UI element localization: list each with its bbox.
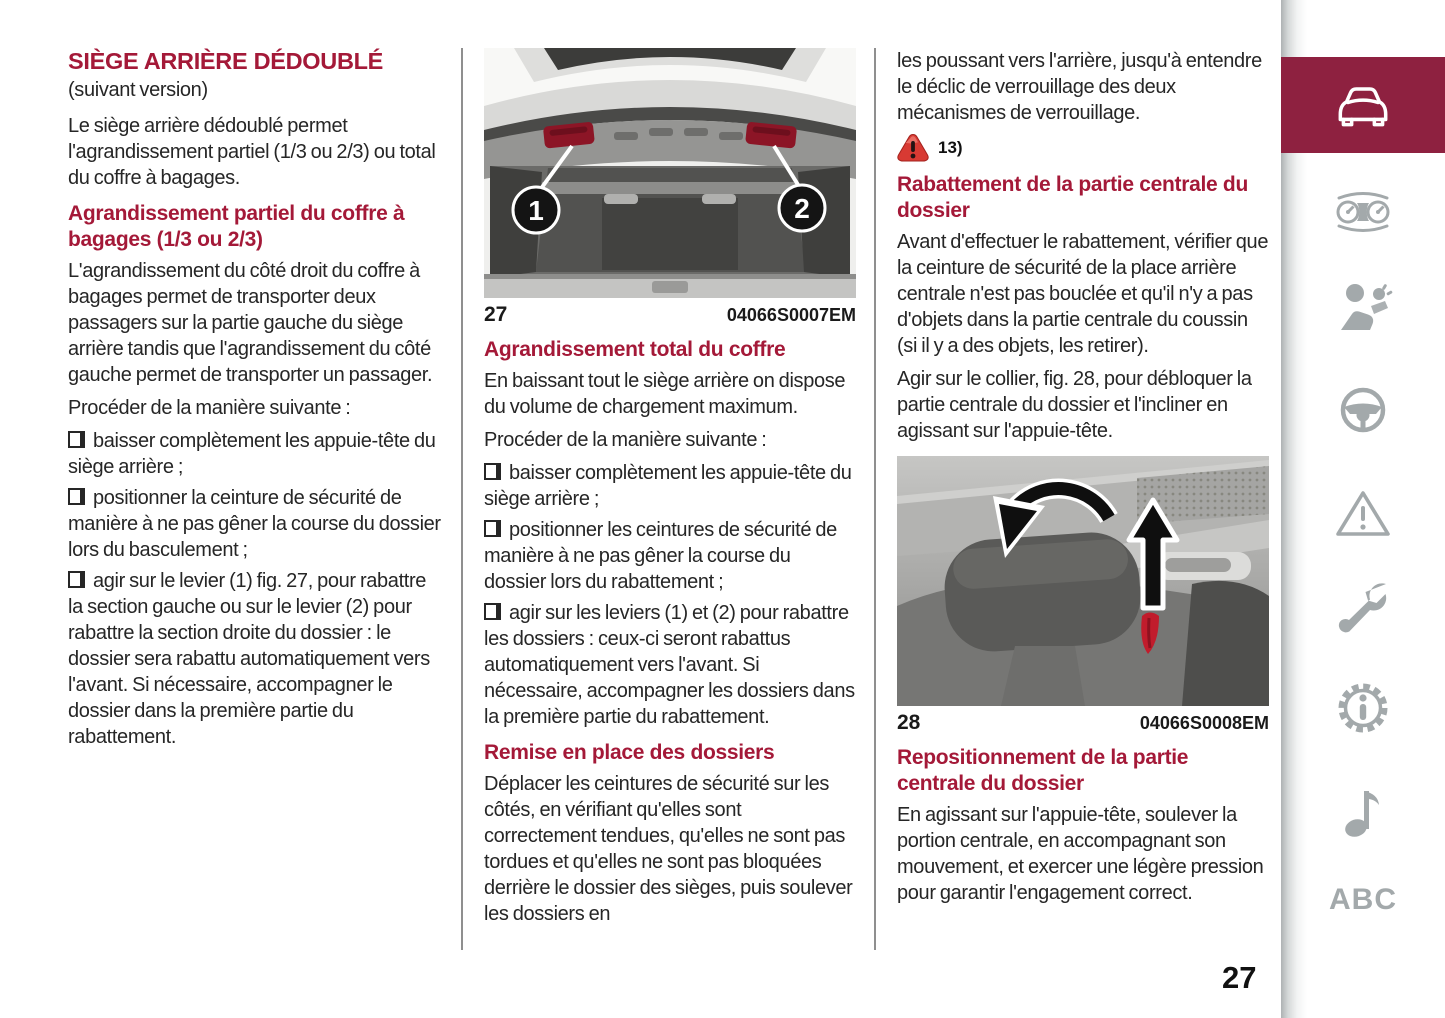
warning-triangle-icon [1336,491,1390,536]
subsection-heading: Repositionnement de la partie centrale d… [897,746,1189,795]
list-item: positionner les ceintures de sécurité de… [484,517,856,595]
list-item: agir sur les leviers (1) et (2) pour rab… [484,600,856,730]
figure-code: 04066S0007EM [726,305,856,325]
checkbox-bullet-icon [484,520,501,537]
trunk-illustration: 1 2 [484,48,856,298]
sidebar-tab-audio[interactable] [1281,781,1445,841]
paragraph: Déplacer les ceintures de sécurité sur l… [484,773,853,925]
subsection-heading: Remise en place des dossiers [484,741,775,764]
list-item: baisser complètement les appuie-tête du … [484,460,856,512]
sidebar-tab-dashboard[interactable] [1281,184,1445,240]
paragraph: Avant d'effectuer le rabattement, vérifi… [897,231,1269,357]
lever-2 [745,122,797,149]
column-divider [461,48,463,950]
checkbox-bullet-icon [68,431,85,448]
paragraph: Procéder de la manière suivante : [68,397,351,419]
column-middle: 1 2 27 04066S0007EM Agrandissement total… [484,48,856,934]
subsection-heading: Rabattement de la partie centrale du dos… [897,173,1248,222]
sidebar-tab-maintenance[interactable] [1281,572,1445,636]
list-item-text: baisser complètement les appuie-tête du … [484,462,852,510]
figure-code: 04066S0008EM [1139,713,1269,733]
lever-1 [543,122,595,149]
subsection-heading: Agrandissement total du coffre [484,338,786,361]
column-left: SIÈGE ARRIÈRE DÉDOUBLÉ (suivant version)… [68,48,442,755]
column-divider [874,48,876,950]
paragraph: Procéder de la manière suivante : [484,429,767,451]
sidebar-tab-index[interactable]: ABC [1281,872,1445,928]
figure-28: 28 04066S0008EM [897,456,1269,735]
sidebar-tab-safety[interactable] [1281,279,1445,335]
warning-triangle-red-icon [897,133,929,162]
figure-caption: 27 04066S0007EM [484,303,856,327]
callout-number-2: 2 [794,193,810,224]
section-title: SIÈGE ARRIÈRE DÉDOUBLÉ [68,48,384,74]
callout-number-1: 1 [528,195,544,226]
list-item-text: agir sur les leviers (1) et (2) pour rab… [484,602,855,728]
paragraph: En agissant sur l'appuie-tête, soulever … [897,804,1264,904]
list-item: baisser complètement les appuie-tête du … [68,428,442,480]
warning-footnote: 13) [897,133,1269,162]
headrest-illustration [897,456,1269,706]
paragraph: les poussant vers l'arrière, jusqu'à ent… [897,50,1262,124]
checkbox-bullet-icon [484,603,501,620]
figure-number: 27 [484,303,508,326]
footnote-number: 13) [938,137,963,157]
music-note-icon [1345,791,1379,837]
list-item: positionner la ceinture de sécurité de m… [68,485,442,563]
sidebar-tab-car-active[interactable] [1281,57,1445,153]
figure-27: 1 2 27 04066S0007EM [484,48,856,327]
list-item-text: baisser complètement les appuie-tête du … [68,430,436,478]
list-item-text: positionner les ceintures de sécurité de… [484,519,837,593]
sidebar-tab-info[interactable] [1281,676,1445,740]
car-icon [1338,87,1388,127]
callout-circle-2 [777,183,827,233]
checkbox-bullet-icon [484,463,501,480]
airbag-icon [1341,284,1393,330]
checkbox-bullet-icon [68,488,85,505]
callout-circle-1 [511,185,561,235]
figure-caption: 28 04066S0008EM [897,711,1269,735]
wrench-icon [1338,583,1387,633]
subsection-heading: Agrandissement partiel du coffre à bagag… [68,202,405,251]
steering-wheel-icon [1340,387,1386,433]
paragraph: Le siège arrière dédoublé permet l'agran… [68,115,436,189]
list-item: agir sur le levier (1) fig. 27, pour rab… [68,568,442,750]
dashboard-icon [1336,192,1390,232]
section-subtitle: (suivant version) [68,79,208,101]
paragraph: L'agrandissement du côté droit du coffre… [68,260,433,386]
figure-number: 28 [897,711,921,734]
paragraph: Agir sur le collier, fig. 28, pour déblo… [897,368,1252,442]
abc-label: ABC [1329,883,1397,916]
list-item-text: agir sur le levier (1) fig. 27, pour rab… [68,570,430,748]
sidebar-tab-steering[interactable] [1281,382,1445,438]
page-number: 27 [1222,960,1257,995]
paragraph: En baissant tout le siège arrière on dis… [484,370,846,418]
checkbox-bullet-icon [68,571,85,588]
list-item-text: positionner la ceinture de sécurité de m… [68,487,441,561]
column-right: les poussant vers l'arrière, jusqu'à ent… [897,48,1269,913]
sidebar-tab-warning[interactable] [1281,485,1445,541]
chapter-tab-sidebar: ABC [1281,0,1445,1018]
info-gear-icon [1338,683,1388,733]
